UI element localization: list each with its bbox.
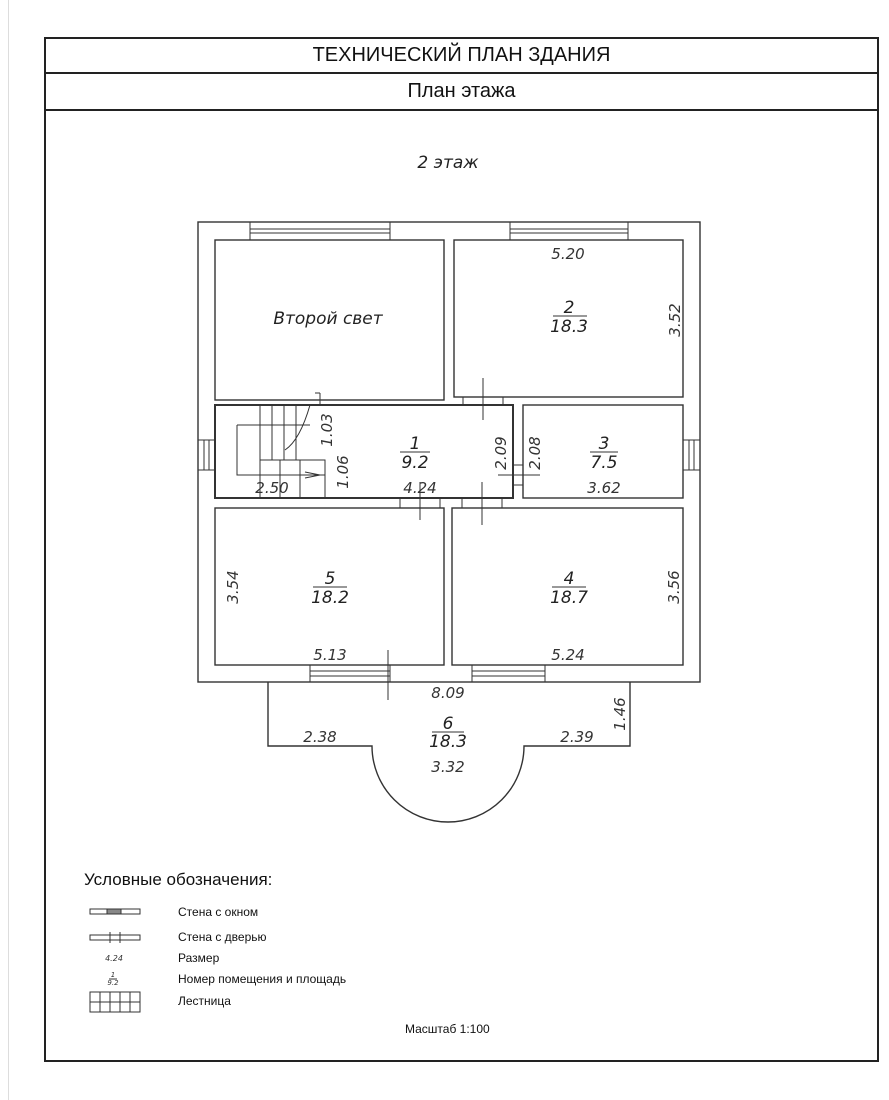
drawing-frame: ТЕХНИЧЕСКИЙ ПЛАН ЗДАНИЯ План этажа [44, 37, 879, 1062]
legend-item-size: Размер [178, 951, 220, 965]
dimension: 2.39 [560, 728, 593, 746]
room-area: 18.3 [550, 317, 588, 337]
dimension: 2.50 [255, 479, 288, 497]
dimension: 3.52 [666, 303, 684, 336]
room-area: 18.2 [311, 588, 349, 608]
dimension: 3.62 [587, 479, 620, 497]
staircase [236, 404, 326, 498]
dimension: 2.08 [526, 436, 544, 469]
legend-room-number-sample: 1 [111, 971, 115, 979]
floor-label: 2 этаж [417, 153, 479, 173]
page-edge [0, 0, 9, 1100]
dimension: 5.13 [313, 646, 346, 664]
legend-item-window-wall: Стена с окном [178, 905, 259, 919]
document-subtitle: План этажа [46, 74, 877, 111]
scale-label: Масштаб 1:100 [405, 1022, 490, 1036]
room-area: 9.2 [401, 453, 428, 473]
legend-item-stairs: Лестница [178, 994, 231, 1008]
porch [267, 682, 631, 823]
dimension: 1.06 [334, 455, 352, 488]
legend-item-door-wall: Стена с дверью [178, 930, 267, 944]
legend-item-room: Номер помещения и площадь [178, 972, 347, 986]
dimension: 3.56 [665, 570, 683, 603]
doors [315, 378, 540, 700]
dimension: 5.24 [551, 646, 584, 664]
legend-title: Условные обозначения: [84, 870, 273, 889]
windows [197, 221, 701, 683]
room-area: 18.7 [550, 588, 588, 608]
dimension: 2.09 [492, 436, 510, 469]
room-number: 2 [564, 298, 575, 318]
room-number: 4 [564, 569, 575, 589]
room-area: 7.5 [590, 453, 617, 473]
dimension: 8.09 [431, 684, 464, 702]
dimension: 2.38 [303, 728, 336, 746]
dimension-labels: 5.20 3.52 1.03 1.06 2.50 4.24 2.09 2.08 … [224, 245, 684, 776]
room-name: Второй свет [273, 309, 383, 329]
room-number: 6 [443, 714, 454, 734]
room-4 [451, 507, 684, 666]
dimension: 4.24 [403, 479, 436, 497]
area-fraction-lines [313, 315, 618, 733]
outer-wall [197, 221, 701, 683]
room-area: 18.3 [429, 732, 467, 752]
room-number: 5 [325, 569, 336, 589]
dimension: 1.46 [611, 697, 629, 730]
legend-symbols [89, 908, 141, 1013]
dimension: 1.03 [318, 413, 336, 446]
legend-room-area-sample: 9.2 [107, 979, 119, 987]
dimension: 3.54 [224, 570, 242, 603]
room-number: 3 [599, 434, 610, 454]
document-title: ТЕХНИЧЕСКИЙ ПЛАН ЗДАНИЯ [46, 39, 877, 74]
dimension: 3.32 [431, 758, 464, 776]
dimension: 5.20 [551, 245, 584, 263]
room-number: 1 [410, 434, 421, 454]
legend-size-sample: 4.24 [105, 954, 123, 963]
